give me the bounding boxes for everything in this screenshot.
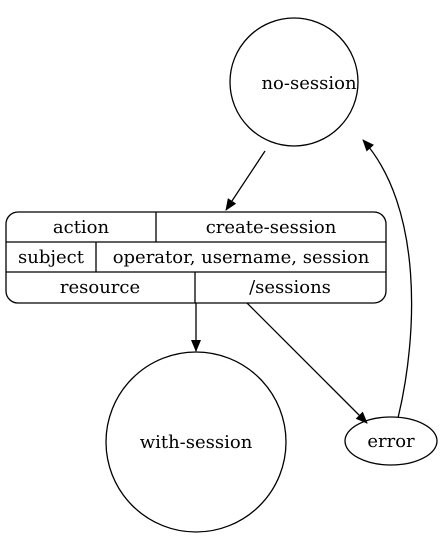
record-row-2-key: resource <box>60 277 140 298</box>
node-error: error <box>344 416 438 466</box>
record-node: action create-session subject operator, … <box>5 211 387 304</box>
record-row-2-value: /sessions <box>249 277 331 298</box>
node-no-session-label: no-session <box>261 73 356 94</box>
edge-error-to-no-session <box>362 139 413 419</box>
record-row-0-key: action <box>53 217 110 238</box>
node-with-session-label: with-session <box>140 432 253 453</box>
record-row-1-value: operator, username, session <box>113 247 370 268</box>
node-error-label: error <box>367 431 415 452</box>
record-row-0-value: create-session <box>206 217 337 238</box>
node-no-session: no-session <box>229 17 359 147</box>
edge-no-session-to-record <box>225 150 266 211</box>
record-row-1-key: subject <box>18 247 85 268</box>
node-with-session: with-session <box>105 351 287 533</box>
edge-record-to-error <box>246 302 368 424</box>
